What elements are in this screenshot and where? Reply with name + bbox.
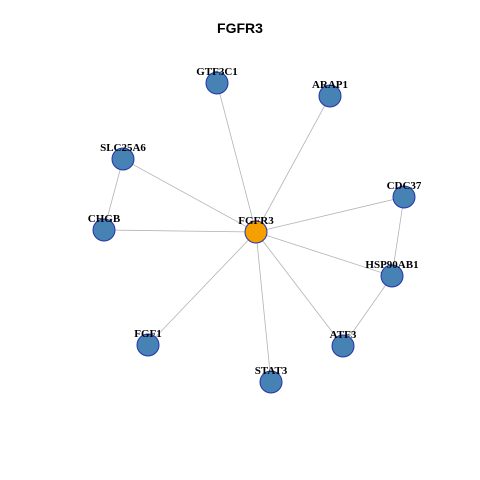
node-circle-fgf1[interactable] [136, 333, 160, 357]
node-label-stat3: STAT3 [255, 365, 288, 377]
node-circle-slc25a6[interactable] [111, 147, 135, 171]
node-circle-hsp90ab1[interactable] [380, 264, 404, 288]
node-circle-chgb[interactable] [92, 218, 116, 242]
node-label-cdc37: CDC37 [387, 180, 422, 192]
node-fgfr3[interactable]: FGFR3 [238, 215, 274, 244]
node-label-arap1: ARAP1 [312, 79, 348, 91]
node-arap1[interactable]: ARAP1 [312, 79, 348, 108]
edge-fgfr3-hsp90ab1 [255, 231, 393, 277]
node-label-chgb: CHGB [88, 213, 121, 225]
edge-fgfr3-chgb [103, 229, 257, 233]
node-circle-stat3[interactable] [259, 370, 283, 394]
node-chgb[interactable]: CHGB [88, 213, 121, 242]
edge-fgfr3-slc25a6 [122, 158, 257, 233]
node-gtf3c1[interactable]: GTF3C1 [196, 66, 238, 95]
node-circle-gtf3c1[interactable] [205, 71, 229, 95]
edge-fgfr3-gtf3c1 [216, 82, 257, 233]
edges-layer [103, 82, 405, 383]
edge-slc25a6-chgb [103, 158, 124, 231]
node-circle-fgfr3[interactable] [244, 220, 268, 244]
node-label-gtf3c1: GTF3C1 [196, 66, 238, 78]
node-stat3[interactable]: STAT3 [255, 365, 288, 394]
node-label-fgfr3: FGFR3 [238, 215, 274, 227]
edge-fgfr3-atf3 [255, 231, 344, 347]
node-atf3[interactable]: ATF3 [330, 329, 357, 358]
edge-cdc37-hsp90ab1 [391, 196, 405, 277]
node-circle-arap1[interactable] [318, 84, 342, 108]
graph-title: FGFR3 [217, 20, 263, 36]
node-fgf1[interactable]: FGF1 [134, 328, 162, 357]
node-slc25a6[interactable]: SLC25A6 [100, 142, 146, 171]
node-hsp90ab1[interactable]: HSP90AB1 [365, 259, 419, 288]
node-label-fgf1: FGF1 [134, 328, 162, 340]
node-cdc37[interactable]: CDC37 [387, 180, 422, 209]
edge-fgfr3-fgf1 [147, 231, 257, 346]
edge-fgfr3-arap1 [255, 95, 331, 233]
edge-fgfr3-stat3 [255, 231, 272, 383]
edge-hsp90ab1-atf3 [342, 275, 393, 347]
edge-fgfr3-cdc37 [255, 196, 405, 233]
node-circle-atf3[interactable] [331, 334, 355, 358]
node-circle-cdc37[interactable] [392, 185, 416, 209]
node-label-atf3: ATF3 [330, 329, 357, 341]
node-label-slc25a6: SLC25A6 [100, 142, 146, 154]
node-label-hsp90ab1: HSP90AB1 [365, 259, 418, 271]
